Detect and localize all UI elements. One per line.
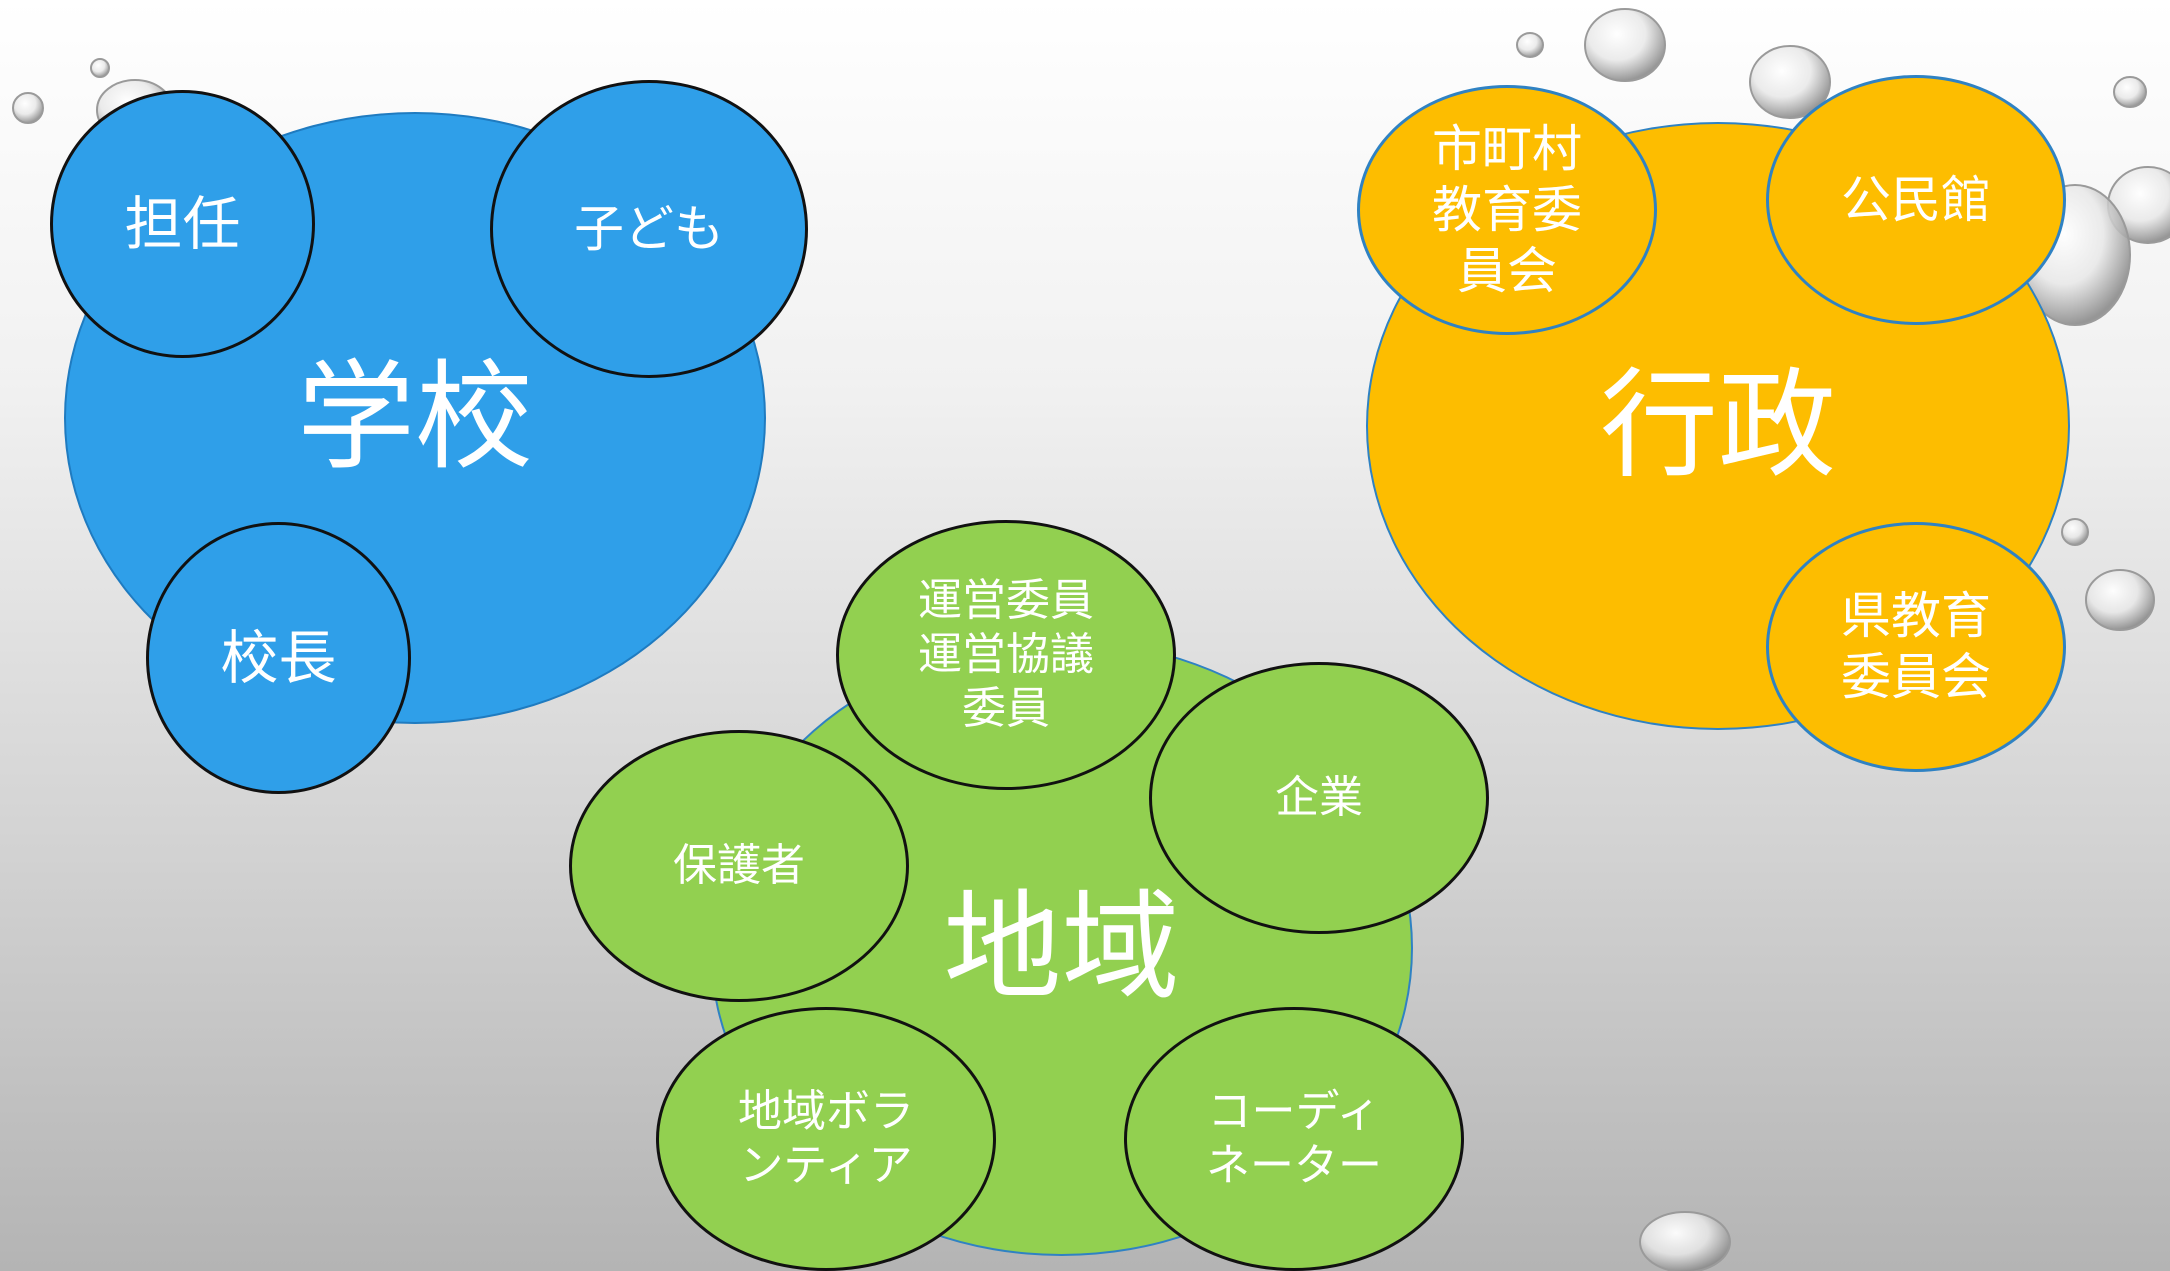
volunteers-circle: 地域ボラ ンティア [656,1007,996,1271]
committee-members-circle: 運営委員 運営協議 委員 [836,520,1176,790]
coordinator-circle: コーディ ネーター [1124,1007,1464,1271]
business-label: 企業 [1275,772,1363,824]
business-circle: 企業 [1149,662,1489,934]
committee-members-label: 運営委員 運営協議 委員 [918,575,1094,734]
school-title: 学校 [296,348,533,487]
guardians-label: 保護者 [673,840,805,892]
homeroom-teacher-label: 担任 [124,189,241,258]
community-hall-circle: 公民館 [1766,75,2066,325]
municipal-board-label: 市町村 教育委 員会 [1432,119,1582,300]
prefectural-board-circle: 県教育 委員会 [1766,522,2066,772]
children-label: 子ども [574,199,724,258]
guardians-circle: 保護者 [569,730,909,1002]
principal-label: 校長 [220,623,337,692]
municipal-board-circle: 市町村 教育委 員会 [1357,85,1657,335]
homeroom-teacher-circle: 担任 [50,90,315,358]
community-hall-label: 公民館 [1841,170,1991,229]
prefectural-board-label: 県教育 委員会 [1841,587,1991,706]
coordinator-label: コーディ ネーター [1206,1086,1382,1191]
children-circle: 子ども [490,80,808,378]
droplet-group [12,8,2170,1271]
principal-circle: 校長 [146,522,411,794]
community-title: 地域 [943,878,1180,1017]
administration-title: 行政 [1599,356,1836,495]
volunteers-label: 地域ボラ ンティア [738,1086,914,1191]
